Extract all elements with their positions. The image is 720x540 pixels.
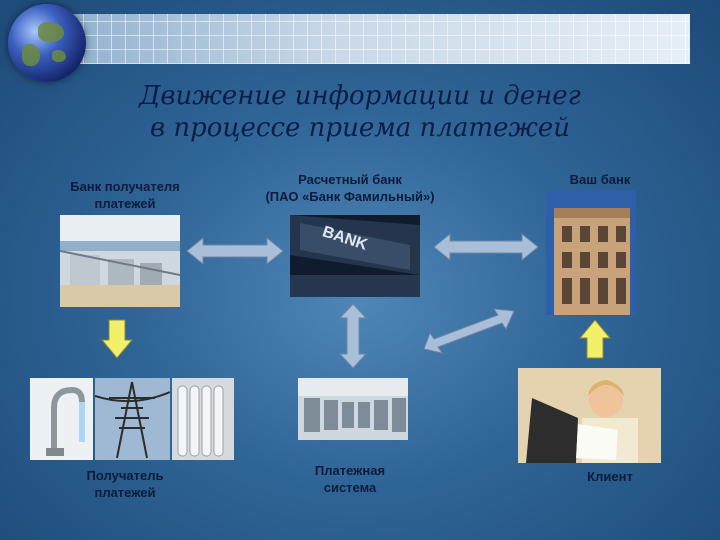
your-bank-label: Ваш банк	[569, 172, 631, 187]
header-banner	[55, 14, 690, 64]
recipient-bank-label: Банк получателя платежей	[70, 179, 180, 211]
bank-office-photo	[60, 215, 180, 307]
client-label: Клиент	[587, 469, 633, 484]
faucet-photo	[30, 378, 93, 460]
title-line-1: Движение информации и денег	[139, 81, 581, 111]
settlement-bank-label: Расчетный банк (ПАО «Банк Фамильный»)	[265, 172, 435, 204]
power-line-photo	[95, 378, 170, 460]
title-line-2: в процессе приема платежей	[149, 113, 571, 143]
bank-building-photo	[546, 190, 636, 315]
server-room-photo	[298, 378, 408, 440]
arrow-settlement-bank-your-bank	[433, 232, 539, 262]
arrow-up-client-your-bank	[578, 319, 612, 359]
globe-logo-icon	[8, 4, 86, 82]
slide-title: Движение информации и денег в процессе п…	[60, 80, 660, 144]
radiator-photo	[172, 378, 234, 460]
arrow-settlement-bank-payment-system	[338, 303, 368, 369]
client-woman-photo	[518, 368, 661, 463]
arrow-payment-system-client	[423, 308, 515, 354]
bank-sign-photo: BANK	[290, 215, 420, 297]
payment-system-label: Платежная система	[314, 463, 386, 495]
recipient-label: Получатель платежей	[86, 468, 164, 500]
arrow-recipient-bank-settlement-bank	[186, 236, 284, 266]
arrow-down-recipient-bank-recipient	[100, 319, 134, 359]
